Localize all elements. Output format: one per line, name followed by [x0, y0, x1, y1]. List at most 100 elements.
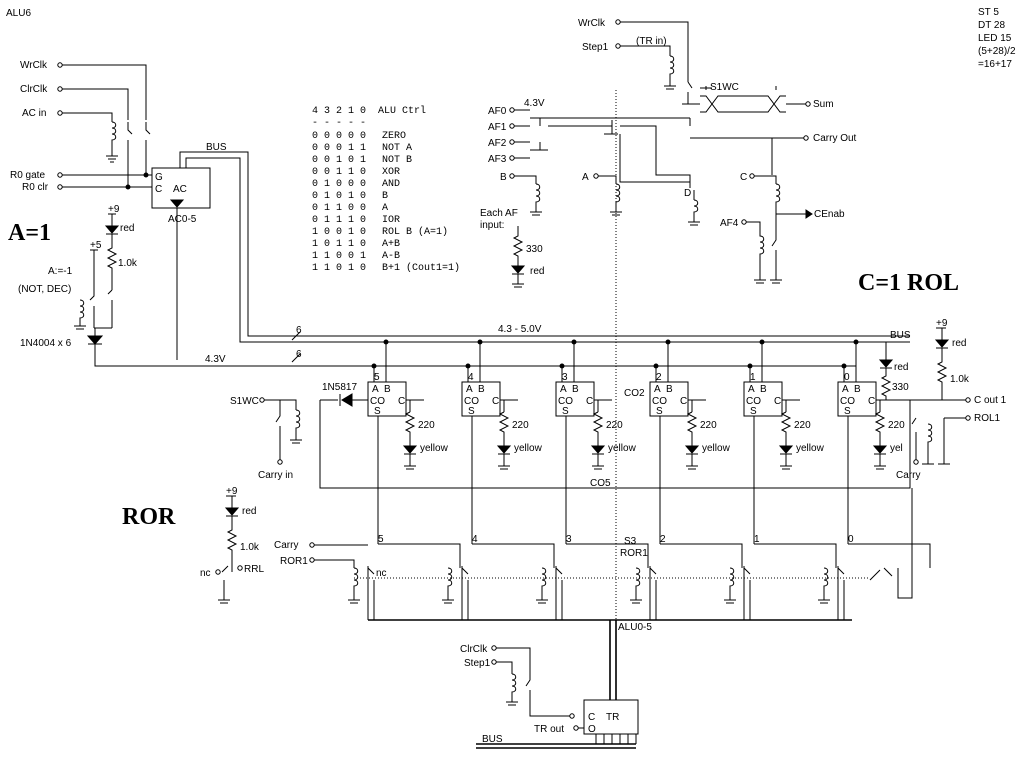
af2-label: AF2: [488, 138, 507, 149]
stat-line: DT 28: [978, 20, 1005, 31]
adder-box: [743, 381, 783, 417]
relay-contact: [649, 566, 657, 620]
sum-label: Sum: [813, 99, 834, 110]
rt-red-label: red: [952, 338, 966, 349]
led-wiring: [686, 440, 698, 470]
adder-wiring: [467, 340, 518, 544]
ror-wiring: [566, 543, 649, 568]
stats-block: ST 5 DT 28 LED 15 (5+28)/2 =16+17: [978, 7, 1016, 70]
ror1-label: ROR1: [280, 556, 308, 567]
left-inputs: WrClk ClrClk AC in R0 gate R0 clr: [10, 60, 152, 193]
carry-in-label: Carry in: [258, 470, 293, 481]
relay-contact: [555, 566, 563, 620]
tr-in-label: (TR in): [636, 36, 667, 47]
tr-step1-label: Step1: [464, 658, 491, 669]
resistor-220-label: 220: [512, 420, 529, 431]
junction-dot: [571, 339, 577, 345]
b-input-label: B: [500, 172, 507, 183]
ror-bit-label: 2: [660, 534, 666, 545]
yellow-led-icon: [684, 445, 700, 454]
s3-label: S3: [624, 536, 637, 547]
resistor-220: [780, 411, 792, 440]
relay-contact: [743, 566, 751, 620]
carry-out-label: Carry Out: [813, 133, 857, 144]
ror-bit-label: 0: [848, 534, 854, 545]
adder-pin-co: CO: [840, 396, 855, 407]
ror-bit-label: 5: [378, 534, 384, 545]
ror-bit-label: 1: [754, 534, 760, 545]
s1wc-left-label: S1WC: [230, 396, 259, 407]
af-red-label: red: [530, 266, 544, 277]
stat-line: =16+17: [978, 59, 1012, 70]
resistor-220: [498, 411, 510, 440]
resistor-220: [874, 411, 886, 440]
adder-wiring: [749, 340, 800, 544]
red-led-label: red: [120, 223, 134, 234]
table-row-bits: 0 1 1 1 0: [312, 215, 366, 226]
table-row-op: AND: [382, 179, 400, 190]
resistor-220: [404, 411, 416, 440]
relay-coil: [724, 567, 736, 604]
adder-pin-a: A: [372, 384, 379, 395]
ror-wiring: [378, 543, 461, 568]
yellow-led-icon: [402, 445, 418, 454]
table-row-bits: 0 0 1 1 0: [312, 167, 366, 178]
adder-box: [555, 381, 595, 417]
table-row-bits: 0 1 0 1 0: [312, 191, 366, 202]
adder-pin-b: B: [666, 384, 673, 395]
table-row-op: ROL B (A=1): [382, 226, 448, 238]
adder-wiring: [373, 340, 424, 544]
adder-bit-label: 2: [656, 372, 662, 383]
table-row-op: ZERO: [382, 131, 406, 142]
junction-dot: [477, 339, 483, 345]
adder-pin-b: B: [854, 384, 861, 395]
input-label: input:: [480, 220, 504, 231]
table-row-bits: 0 0 1 0 1: [312, 155, 366, 166]
yellow-led-icon: [778, 445, 794, 454]
adder-pin-co: CO: [558, 396, 573, 407]
plus9-label: +9: [108, 204, 120, 215]
adder-box: [367, 381, 407, 417]
adder-pin-a: A: [466, 384, 473, 395]
a-input-label: A: [582, 172, 589, 183]
tr-bus-label: BUS: [482, 734, 503, 745]
yellow-led-label: yellow: [514, 443, 543, 454]
schematic-title: ALU6: [6, 8, 31, 19]
ror-switch-cell: 5: [348, 534, 461, 620]
ror-bit-label: 3: [566, 534, 572, 545]
relay-coil: [442, 567, 454, 604]
tr-out-label: TR out: [534, 724, 564, 735]
table-header: 4 3 2 1 0 ALU Ctrl: [312, 105, 426, 117]
table-row-op: XOR: [382, 167, 400, 178]
ror-switch-cell: 2: [630, 534, 743, 620]
ac-c-pin: C: [155, 184, 162, 195]
relay-coil: [536, 567, 548, 604]
resistor-220: [592, 411, 604, 440]
ror-carry-label: Carry: [274, 540, 298, 551]
bus-range-label: 4.3 - 5.0V: [498, 324, 542, 335]
ror-left: +9 red 1.0k nc RRL Carry ROR1 nc S3 ROR1…: [200, 486, 913, 700]
table-row-bits: 1 1 0 0 1: [312, 251, 366, 262]
table-dashes: - - - - -: [312, 118, 366, 129]
relay-coil: [630, 567, 642, 604]
led-wiring: [592, 440, 604, 470]
ror-switch-cell: 0: [818, 534, 931, 620]
plus5-label: +5: [90, 240, 102, 251]
junction-dot: [371, 363, 377, 369]
adder-pin-s: S: [468, 406, 475, 417]
adder-pin-a: A: [654, 384, 661, 395]
r330-label: 330: [526, 244, 543, 255]
adder-pin-c: C: [774, 396, 781, 407]
adder-wiring: [561, 340, 612, 544]
carry-diode-label: 1N5817: [322, 382, 357, 393]
adder-pin-s: S: [750, 406, 757, 417]
ror-switch-cell: 1: [724, 534, 837, 620]
junction-dot: [841, 363, 847, 369]
acin-label: AC in: [22, 108, 46, 119]
